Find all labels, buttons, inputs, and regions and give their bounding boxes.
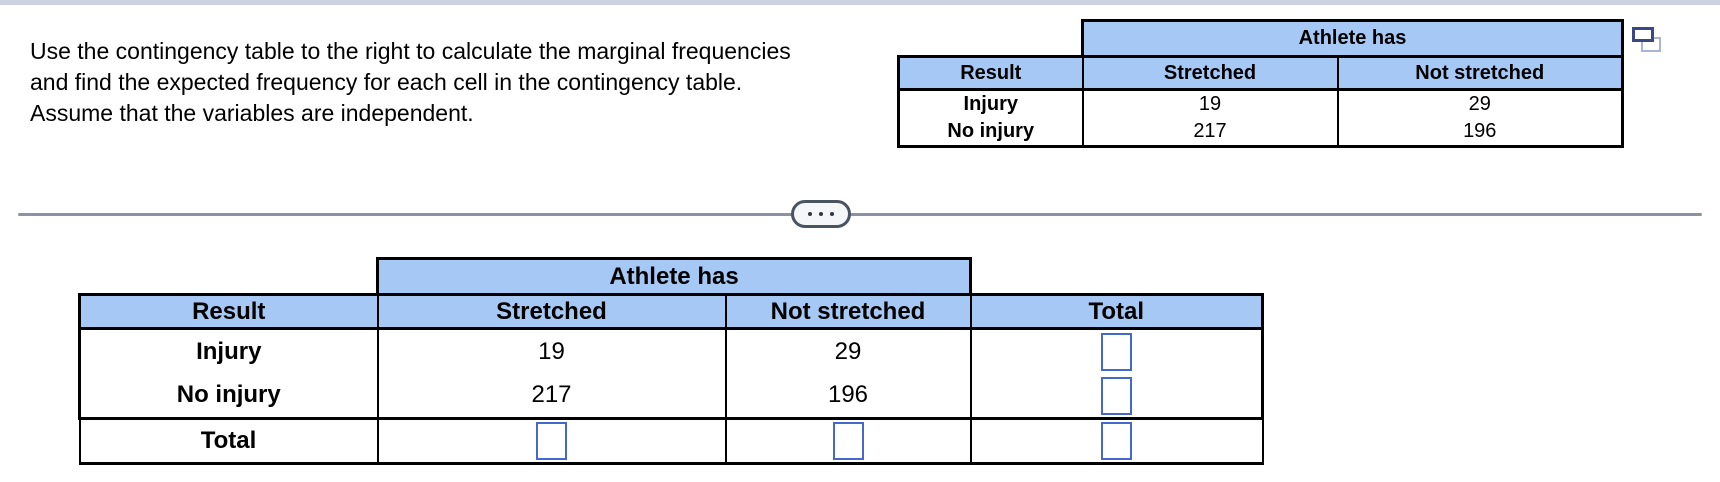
- column-header-stretched: Stretched: [376, 293, 727, 330]
- cell-injury-stretched: 19: [1081, 89, 1339, 118]
- popout-front-rect: [1632, 27, 1654, 42]
- span-header-athlete-has: Athlete has: [1081, 19, 1624, 58]
- column-header-total: Total: [969, 293, 1264, 330]
- row-label-total: Total: [78, 417, 379, 465]
- divider-ellipsis-button[interactable]: [791, 200, 851, 228]
- table-row: Injury 19 29: [78, 328, 1264, 374]
- problem-text-line: and find the expected frequency for each…: [30, 69, 743, 95]
- cell-no-injury-stretched: 217: [1081, 117, 1339, 148]
- table-row: No injury 217 196: [78, 373, 1264, 419]
- problem-statement: Use the contingency table to the right t…: [30, 36, 791, 129]
- answer-input-total-stretched[interactable]: [536, 422, 567, 460]
- answer-input-no-injury-total[interactable]: [1100, 376, 1132, 415]
- answer-input-total-not-stretched[interactable]: [832, 422, 864, 460]
- row-label-injury: Injury: [78, 328, 379, 374]
- answer-contingency-table: Athlete has Result Stretched Not stretch…: [78, 257, 1264, 465]
- popout-window-icon[interactable]: [1632, 27, 1662, 53]
- top-window-strip: [0, 0, 1720, 5]
- cell-grand-total: [969, 417, 1264, 465]
- span-header-athlete-has: Athlete has: [376, 257, 972, 296]
- reference-contingency-table: Athlete has Result Stretched Not stretch…: [897, 19, 1624, 148]
- cell-total-stretched: [376, 417, 727, 465]
- answer-input-grand-total[interactable]: [1101, 422, 1132, 460]
- row-label-injury: Injury: [897, 89, 1084, 118]
- cell-injury-stretched: 19: [376, 328, 727, 374]
- cell-injury-total: [969, 328, 1264, 374]
- table-row: Injury 19 29: [897, 89, 1624, 118]
- ellipsis-icon: [808, 212, 834, 216]
- row-label-no-injury: No injury: [897, 117, 1084, 148]
- answer-input-injury-total[interactable]: [1100, 333, 1132, 372]
- column-header-not-stretched: Not stretched: [724, 293, 972, 330]
- empty-corner-cell: [80, 259, 378, 295]
- table-row-total: Total: [78, 417, 1264, 465]
- column-header-not-stretched: Not stretched: [1336, 55, 1624, 91]
- cell-no-injury-total: [969, 373, 1264, 419]
- cell-total-not-stretched: [724, 417, 972, 465]
- column-header-stretched: Stretched: [1081, 55, 1339, 91]
- cell-no-injury-not-stretched: 196: [724, 373, 972, 419]
- cell-no-injury-not-stretched: 196: [1336, 117, 1624, 148]
- empty-corner-cell: [971, 259, 1263, 295]
- cell-no-injury-stretched: 217: [376, 373, 727, 419]
- column-header-result: Result: [897, 55, 1084, 91]
- table-row: No injury 217 196: [897, 117, 1624, 148]
- cell-injury-not-stretched: 29: [724, 328, 972, 374]
- row-label-no-injury: No injury: [78, 373, 379, 419]
- cell-injury-not-stretched: 29: [1336, 89, 1624, 118]
- problem-text-line: Assume that the variables are independen…: [30, 100, 474, 126]
- problem-text-line: Use the contingency table to the right t…: [30, 38, 791, 64]
- section-divider: [18, 213, 1702, 216]
- column-header-result: Result: [78, 293, 379, 330]
- empty-corner-cell: [899, 21, 1083, 57]
